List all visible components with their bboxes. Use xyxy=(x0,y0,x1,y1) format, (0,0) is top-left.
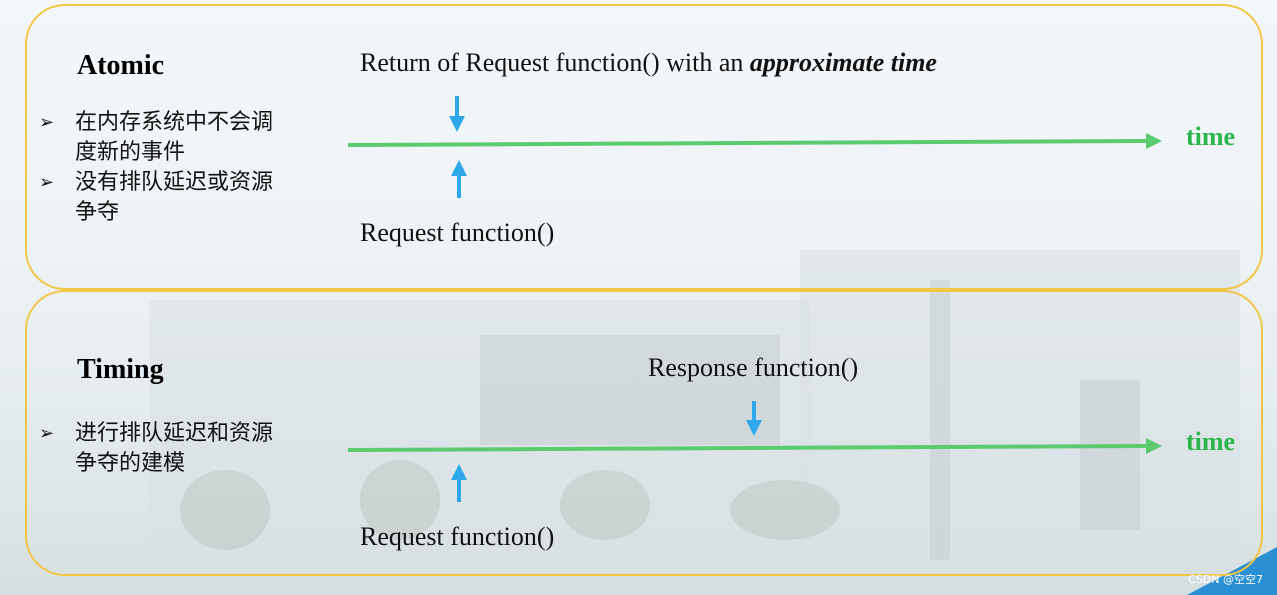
atomic-return-label-emphasis: approximate time xyxy=(749,48,937,77)
timing-response-arrowhead xyxy=(746,420,762,436)
timing-request-label: Request function() xyxy=(360,522,555,551)
atomic-time-axis xyxy=(347,139,1149,147)
atomic-panel xyxy=(25,4,1263,290)
arrow-bullet-icon: ➢ xyxy=(39,112,55,133)
atomic-request-label: Request function() xyxy=(360,218,555,247)
background-tree xyxy=(180,470,270,550)
atomic-bullet: ➢ 没有排队延迟或资源争夺 xyxy=(27,168,275,228)
csdn-watermark: CSDN @空空7 xyxy=(1188,573,1263,586)
arrow-bullet-icon: ➢ xyxy=(39,423,55,444)
background-window xyxy=(480,335,780,445)
timing-time-axis-arrowhead xyxy=(1146,438,1162,454)
atomic-time-label: time xyxy=(1186,122,1236,151)
timing-response-label: Response function() xyxy=(648,353,859,382)
background-tree xyxy=(730,480,840,540)
background-window xyxy=(930,280,950,560)
timing-time-label: time xyxy=(1186,427,1236,456)
atomic-title: Atomic xyxy=(77,50,165,81)
atomic-time-axis-arrowhead xyxy=(1146,133,1162,149)
timing-bullet-text: 进行排队延迟和资源争夺的建模 xyxy=(75,421,274,476)
timing-bullet-list: ➢ 进行排队延迟和资源争夺的建模 xyxy=(27,419,275,479)
timing-request-arrowhead xyxy=(451,464,467,480)
atomic-bullet-text: 在内存系统中不会调度新的事件 xyxy=(75,110,274,165)
atomic-return-label: Return of Request function() with an app… xyxy=(360,48,937,78)
background-tree xyxy=(560,470,650,540)
arrow-bullet-icon: ➢ xyxy=(39,172,55,193)
atomic-return-label-text: Return of Request function() with an xyxy=(360,48,750,77)
atomic-bullet-text: 没有排队延迟或资源争夺 xyxy=(75,170,274,225)
timing-panel xyxy=(25,290,1263,576)
atomic-bullet: ➢ 在内存系统中不会调度新的事件 xyxy=(27,108,275,168)
timing-title: Timing xyxy=(77,354,164,385)
atomic-request-arrowhead xyxy=(451,160,467,176)
background-tree xyxy=(360,460,440,540)
atomic-bullet-list: ➢ 在内存系统中不会调度新的事件 ➢ 没有排队延迟或资源争夺 xyxy=(27,108,275,228)
background-building-right xyxy=(800,250,1240,570)
timing-bullet: ➢ 进行排队延迟和资源争夺的建模 xyxy=(27,419,275,479)
atomic-return-arrowhead xyxy=(449,116,465,132)
background-window xyxy=(1080,380,1140,530)
timing-time-axis xyxy=(347,444,1149,452)
